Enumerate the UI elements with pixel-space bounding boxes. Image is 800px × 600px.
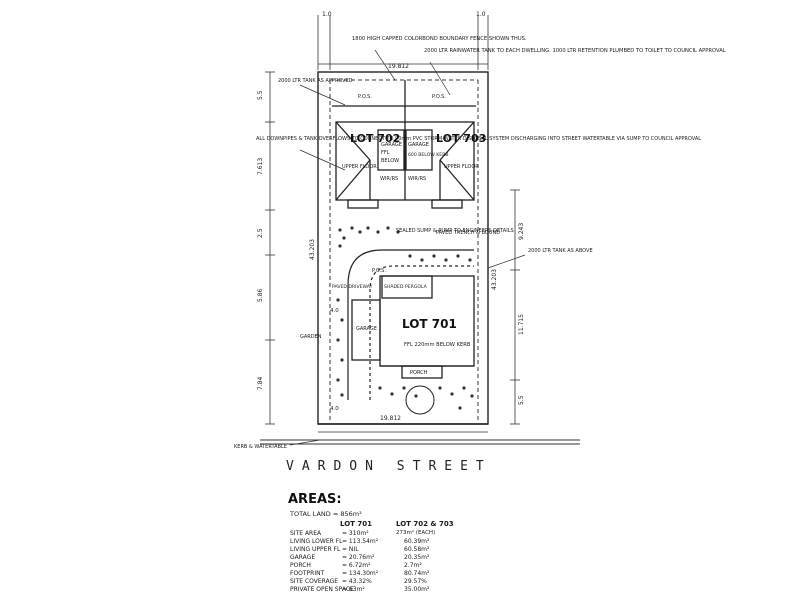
dim-right-3: 5.5 (518, 395, 525, 405)
frontage-setback: 4.0 (330, 406, 339, 412)
rear-setback: 4.0 (330, 308, 339, 314)
downpipes-note: ALL DOWNPIPES & TANK OVERFLOWS TO CONNEC… (256, 136, 701, 142)
lot-701-garage: GARAGE (356, 326, 377, 332)
rain-tank-note: 2000 LTR RAINWATER TANK TO EACH DWELLING… (424, 48, 726, 54)
areas-heading: AREAS: (288, 492, 342, 507)
dim-right-2: 11.715 (518, 314, 525, 335)
dim-depth-4: 7.84 (257, 376, 264, 390)
lot-701-ffl: FFL 220mm BELOW KERB (404, 342, 471, 348)
dim-rear-setback: 5.5 (257, 90, 264, 100)
garden-planting (336, 226, 474, 410)
lot-703-pos: P.O.S. (432, 94, 446, 100)
area-row-value-701: = 63m² (342, 586, 365, 593)
street-kerb (260, 439, 580, 445)
area-row-label: PRIVATE OPEN SPACE (290, 586, 354, 593)
area-row-value-702-703: 60.58m² (404, 546, 430, 553)
lot-701-driveway: PAVED DRIVEWAY (332, 284, 373, 290)
dim-depth-left: 43.203 (309, 239, 316, 260)
area-row-label: PORCH (290, 562, 311, 569)
area-row-value-702-703: 80.74m² (404, 570, 430, 577)
paved-trench: PAVED TRENCH & BOUND (436, 230, 500, 236)
area-row-label: SITE COVERAGE (290, 578, 338, 585)
lot-702-703-building (332, 80, 476, 209)
sump-note: SEALED SUMP & PUMP TO ENGINEERS DETAILS (396, 228, 514, 234)
dim-right-1: 9.243 (518, 223, 525, 240)
dim-depth-1: 7.613 (257, 158, 264, 175)
area-row-label: FOOTPRINT (290, 570, 325, 577)
area-row-value-701: = 6.72m² (342, 562, 371, 569)
area-row-value-701: = 310m² (342, 530, 369, 537)
area-row-label: LIVING UPPER FL (290, 546, 341, 553)
area-row-value-702-703: 20.35m² (404, 554, 430, 561)
lot-702-ffl: FFL (381, 150, 390, 156)
street-name: VARDON STREET (286, 459, 492, 474)
area-row-label: GARAGE (290, 554, 315, 561)
lot-701-pos: P.O.S. (372, 268, 386, 274)
dim-top-right: 1.0 (476, 11, 486, 18)
driveway (347, 249, 474, 400)
lot-701-porch: PORCH (410, 370, 428, 376)
tank-left-note: 2000 LTR TANK AS APPROVED (278, 78, 353, 84)
boundary-width-front: 19.812 (380, 415, 401, 422)
areas-table: AREAS: TOTAL LAND = 856m² LOT 701 LOT 70… (288, 492, 454, 593)
area-row-value-702-703: 35.00m² (404, 586, 430, 593)
fence-line (329, 79, 479, 420)
kerb-note: KERB & WATERTABLE (234, 444, 287, 450)
areas-col-702-703: LOT 702 & 703 (396, 520, 454, 528)
leader-lines (289, 49, 526, 446)
lot-702-wir: WIR/RS (380, 176, 398, 182)
dim-top-left: 1.0 (322, 11, 332, 18)
lot-702-title: LOT 702 (350, 132, 400, 145)
lot-701-building (351, 275, 475, 379)
lot-702-upper: UPPER FLOOR (342, 164, 377, 170)
area-row-value-702-703: 2.7m² (404, 562, 422, 569)
dim-depth-right: 43.203 (491, 269, 498, 290)
areas-col-702-703-sub: 273m² (EACH) (396, 529, 435, 536)
lot-702-pos: P.O.S. (358, 94, 372, 100)
fence-note: 1800 HIGH CAPPED COLORBOND BOUNDARY FENC… (352, 36, 527, 42)
site-boundary (317, 71, 489, 425)
lot-702-below: BELOW (381, 158, 399, 164)
dim-depth-3: 5.86 (257, 288, 264, 302)
area-row-value-702-703: 60.39m² (404, 538, 430, 545)
area-row-label: SITE AREA (290, 530, 322, 537)
garden-label: GARDEN (300, 334, 322, 340)
boundary-width-rear: 19.812 (388, 63, 409, 70)
area-row-value-702-703: 29.57% (404, 578, 427, 585)
area-row-value-701: = NIL (342, 546, 359, 553)
area-row-value-701: = 134.30m² (342, 570, 379, 577)
area-row-value-701: = 43.32% (342, 578, 372, 585)
lot-703-upper: UPPER FLOOR (444, 164, 479, 170)
area-row-label: LIVING LOWER FL (290, 538, 343, 545)
dimension-lines (265, 15, 520, 433)
area-row-value-701: = 113.54m² (342, 538, 379, 545)
lot-703-title: LOT 703 (436, 132, 486, 145)
lot-703-garage: GARAGE (408, 142, 429, 148)
lot-702-garage: GARAGE (381, 142, 402, 148)
lot-701-pergola: SHADED PERGOLA (384, 284, 428, 290)
area-row-value-701: = 20.76m² (342, 554, 375, 561)
areas-col-701: LOT 701 (340, 520, 372, 528)
dim-depth-2: 2.5 (257, 228, 264, 238)
lot-703-ffl: 600 BELOW KERB (408, 152, 449, 158)
tank-right-note: 2000 LTR TANK AS ABOVE (528, 248, 593, 254)
lot-701-title: LOT 701 (402, 317, 457, 331)
lot-703-wir: WIR/RS (408, 176, 426, 182)
total-land: TOTAL LAND = 856m² (289, 510, 362, 518)
front-turning-circle (405, 385, 435, 415)
